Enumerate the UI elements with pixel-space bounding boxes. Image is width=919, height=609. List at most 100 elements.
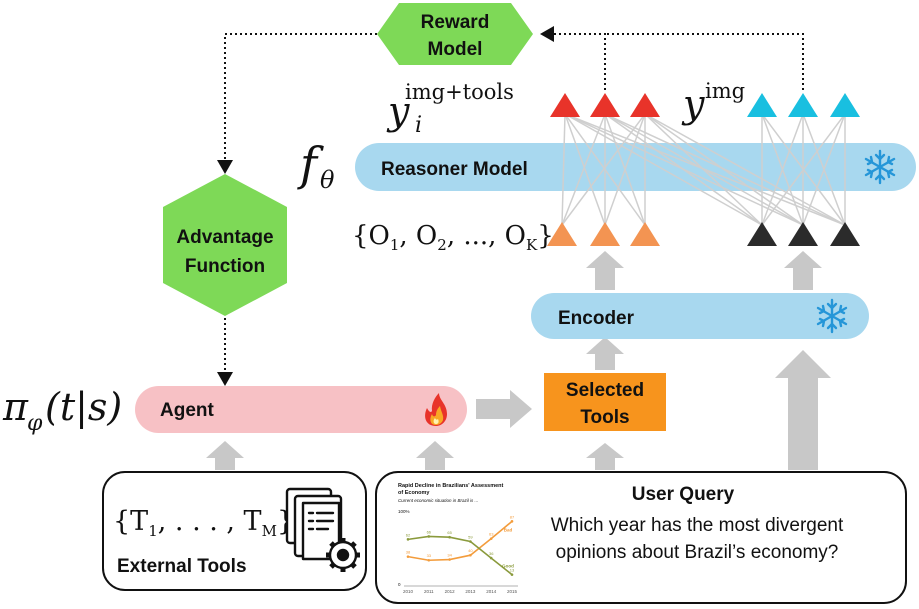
thumb-y-top: 100%	[398, 509, 410, 514]
selected-tools-line2: Tools	[580, 407, 629, 428]
token-orange-1	[547, 222, 577, 246]
thumb-data-label: 33	[427, 553, 432, 558]
user-query-title: User Query	[632, 484, 735, 505]
reasoner-model-label: Reasoner Model	[381, 159, 528, 180]
output-tokens-img	[747, 93, 860, 117]
thumb-point	[406, 555, 410, 558]
advantage-function-line1: Advantage	[176, 227, 273, 248]
thumb-data-label: 87	[510, 514, 515, 519]
flow-arrows	[206, 251, 831, 470]
fire-icon	[425, 393, 447, 426]
image-tokens	[747, 222, 860, 246]
y-tools-subscript: i	[415, 113, 422, 138]
arrow-encoder-to-image-tokens	[784, 251, 822, 290]
thumb-point	[489, 556, 493, 560]
advantage-function-node: Advantage Function	[163, 174, 287, 316]
thumb-data-label: 65	[447, 530, 452, 535]
output-labels: y i img+tools y img	[386, 79, 745, 138]
y-img-symbol: y	[681, 82, 705, 126]
thumb-data-label: 38	[406, 550, 411, 555]
token-cyan-2	[788, 93, 818, 117]
snowflake-icon	[816, 298, 848, 334]
thumb-point	[469, 553, 472, 557]
thumb-data-label: 36	[489, 551, 494, 556]
selected-tools-line1: Selected	[566, 380, 644, 401]
thumb-series-line	[407, 520, 513, 562]
arrow-tools-to-encoder	[586, 337, 624, 370]
thumb-point	[448, 558, 451, 561]
token-orange-2	[590, 222, 620, 246]
thumb-point	[427, 558, 431, 562]
arrow-query-to-tools	[586, 443, 624, 470]
advantage-function-line2: Function	[185, 256, 265, 277]
token-red-2	[590, 93, 620, 117]
theta-subscript: θ	[320, 166, 335, 194]
thumb-subtitle: Current economic situation in Brazil is …	[398, 498, 478, 503]
thumb-title-line2: of Economy	[398, 490, 430, 496]
arrow-tools-to-agent	[206, 441, 244, 470]
thumb-x-tick: 2014	[486, 589, 497, 594]
user-query-line2: opinions about Brazil’s economy?	[556, 542, 839, 563]
y-tools-superscript: img+tools	[405, 80, 514, 104]
user-query-box: User Query Which year has the most diver…	[375, 471, 907, 604]
thumb-point	[510, 520, 514, 523]
thumb-title-line1: Rapid Decline in Brazilians' Assessment	[398, 483, 504, 489]
thumb-data-label: 66	[427, 529, 432, 534]
encoder-label: Encoder	[558, 308, 635, 329]
token-red-1	[550, 93, 580, 117]
thumb-point	[469, 540, 472, 543]
arrow-agent-to-selected	[476, 390, 532, 428]
y-img-superscript: img	[705, 79, 745, 103]
thumb-data-label: 34	[447, 553, 452, 558]
document-gear-icon	[285, 487, 360, 572]
encoder-node: Encoder	[531, 293, 869, 339]
thumb-x-tick: 2011	[424, 589, 434, 594]
thumb-series-name: Bad	[504, 527, 513, 532]
observation-tokens	[547, 222, 660, 246]
token-red-3	[630, 93, 660, 117]
svg-text:φ: φ	[27, 411, 43, 436]
user-query-line1: Which year has the most divergent	[551, 515, 844, 536]
policy-symbol: π φ (t|s)	[2, 385, 122, 436]
token-cyan-3	[830, 93, 860, 117]
thumb-data-label: 62	[406, 532, 411, 537]
reasoner-connections	[561, 113, 846, 226]
thumb-point	[489, 537, 493, 540]
thumb-data-label: 40	[468, 548, 473, 553]
y-tools-symbol: y	[386, 89, 410, 133]
thumbnail-chart: Rapid Decline in Brazilians' Assessment …	[398, 483, 518, 594]
token-black-3	[830, 222, 860, 246]
token-black-2	[788, 222, 818, 246]
token-orange-3	[630, 222, 660, 246]
agent-node: Agent	[135, 386, 467, 433]
thumb-x-tick: 2015	[507, 589, 518, 594]
external-tools-label: External Tools	[117, 556, 247, 577]
thumb-series-name: Good	[502, 564, 514, 569]
reasoner-symbol: f θ	[297, 137, 335, 194]
thumb-data-label: 59	[468, 535, 473, 540]
tool-set-label: {T1, . . . , TM}	[113, 506, 294, 540]
thumb-point	[427, 535, 431, 538]
reasoner-model-node: Reasoner Model	[355, 143, 916, 191]
thumb-point	[448, 535, 451, 539]
reward-model-line1: Reward	[421, 12, 490, 33]
thumb-x-tick: 2010	[403, 589, 414, 594]
arrow-image-to-encoder	[775, 350, 831, 470]
thumb-point	[406, 538, 410, 541]
thumb-data-label: 13	[510, 568, 515, 573]
token-cyan-1	[747, 93, 777, 117]
thumb-x-tick: 2012	[445, 589, 456, 594]
thumb-data-label: 63	[489, 532, 494, 537]
thumb-y-bottom: 0	[398, 582, 401, 587]
feedback-lines	[217, 26, 804, 386]
svg-text:{O1, O2, ..., OK}: {O1, O2, ..., OK}	[352, 221, 554, 254]
svg-text:π: π	[2, 385, 29, 429]
output-tokens-tools	[550, 93, 660, 117]
snowflake-icon	[864, 149, 896, 185]
thumb-point	[510, 573, 514, 576]
arrow-encoder-to-observations	[586, 251, 624, 290]
agent-label: Agent	[160, 400, 215, 421]
thumb-x-tick: 2013	[465, 589, 476, 594]
